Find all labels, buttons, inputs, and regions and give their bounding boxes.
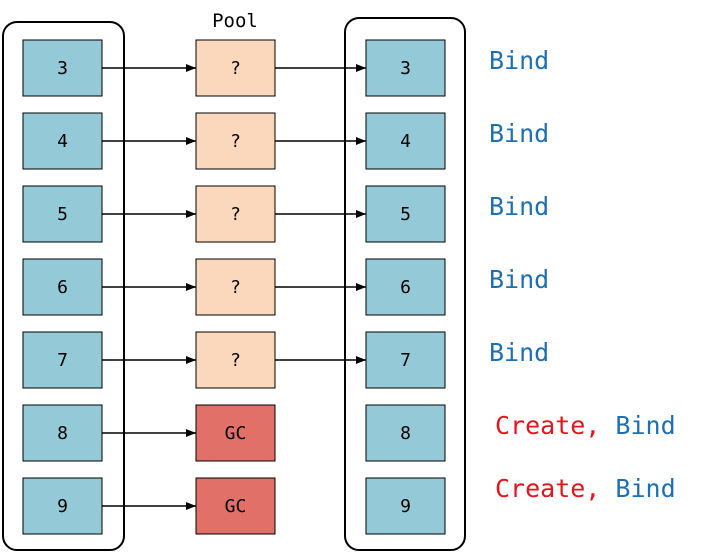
- pool-cell-label: ?: [230, 350, 241, 371]
- action-label: Bind: [489, 119, 549, 148]
- pool-cell-unknown: [195, 331, 276, 389]
- diagram-row: 5? 5 Bind: [22, 185, 549, 243]
- right-cell-label: 8: [400, 423, 411, 444]
- left-cell-label: 3: [57, 58, 68, 79]
- left-cell-label: 5: [57, 204, 68, 225]
- pool-title: Pool: [212, 10, 258, 32]
- pool-cell-unknown: [195, 258, 276, 316]
- pool-cell-label: ?: [230, 131, 241, 152]
- action-space: [600, 411, 615, 440]
- diagram-row: 4? 4 Bind: [22, 112, 549, 170]
- left-cell-label: 7: [57, 350, 68, 371]
- left-column-container: [2, 21, 125, 551]
- action-label: Create, Bind: [495, 411, 676, 440]
- action-label: Create, Bind: [495, 474, 676, 503]
- right-cell-label: 5: [400, 204, 411, 225]
- action-bind: Bind: [615, 474, 675, 503]
- right-cell: [365, 331, 446, 389]
- pool-cell-label: GC: [225, 423, 247, 444]
- left-cell-label: 8: [57, 423, 68, 444]
- left-cell: [22, 477, 103, 535]
- right-cell: [365, 477, 446, 535]
- action-label: Bind: [489, 46, 549, 75]
- right-column-container: [344, 17, 466, 551]
- right-cell: [365, 39, 446, 97]
- pool-cell-gc: [195, 404, 276, 462]
- diagram-row: 6? 6 Bind: [22, 258, 549, 316]
- right-cell-label: 7: [400, 350, 411, 371]
- pool-cell-label: ?: [230, 204, 241, 225]
- left-cell: [22, 258, 103, 316]
- left-cell-label: 6: [57, 277, 68, 298]
- right-cell: [365, 404, 446, 462]
- diagram-row: 8 GC 8 Create, Bind: [22, 404, 676, 462]
- pool-cell-gc: [195, 477, 276, 535]
- action-create: Create,: [495, 474, 600, 503]
- left-cell: [22, 112, 103, 170]
- right-cell: [365, 258, 446, 316]
- left-cell-label: 4: [57, 131, 68, 152]
- diagram-row: 9 GC 9 Create, Bind: [22, 474, 676, 535]
- left-cell-label: 9: [57, 496, 68, 517]
- pool-cell-label: ?: [230, 277, 241, 298]
- action-label: Bind: [489, 192, 549, 221]
- action-create: Create,: [495, 411, 600, 440]
- action-space: [600, 474, 615, 503]
- right-cell: [365, 185, 446, 243]
- right-cell-label: 6: [400, 277, 411, 298]
- right-cell-label: 3: [400, 58, 411, 79]
- pool-cell-unknown: [195, 112, 276, 170]
- pool-cell-unknown: [195, 185, 276, 243]
- action-bind: Bind: [489, 46, 549, 75]
- pool-cell-label: GC: [225, 496, 247, 517]
- right-cell-label: 9: [400, 496, 411, 517]
- action-bind: Bind: [489, 265, 549, 294]
- left-cell: [22, 39, 103, 97]
- action-bind: Bind: [489, 338, 549, 367]
- action-bind: Bind: [615, 411, 675, 440]
- right-cell-label: 4: [400, 131, 411, 152]
- right-cell: [365, 112, 446, 170]
- diagram-row: 3? 3 Bind: [22, 39, 549, 97]
- pool-cell-label: ?: [230, 58, 241, 79]
- action-label: Bind: [489, 338, 549, 367]
- left-cell: [22, 404, 103, 462]
- action-label: Bind: [489, 265, 549, 294]
- left-cell: [22, 331, 103, 389]
- action-bind: Bind: [489, 119, 549, 148]
- left-cell: [22, 185, 103, 243]
- action-bind: Bind: [489, 192, 549, 221]
- pool-cell-unknown: [195, 39, 276, 97]
- diagram-row: 7? 7 Bind: [22, 331, 549, 389]
